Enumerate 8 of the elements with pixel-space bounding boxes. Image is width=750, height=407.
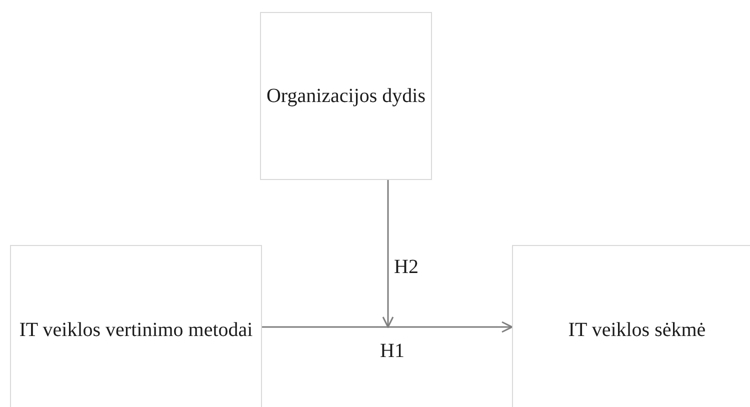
node-label: Organizacijos dydis bbox=[266, 84, 426, 108]
node-label: IT veiklos sėkmė bbox=[568, 318, 706, 342]
arrow bbox=[262, 321, 513, 333]
concept-box bbox=[260, 12, 432, 180]
concept-box bbox=[512, 245, 750, 407]
concept-box bbox=[10, 245, 262, 407]
arrow bbox=[382, 180, 394, 328]
node-label: IT veiklos vertinimo metodai bbox=[19, 318, 253, 342]
